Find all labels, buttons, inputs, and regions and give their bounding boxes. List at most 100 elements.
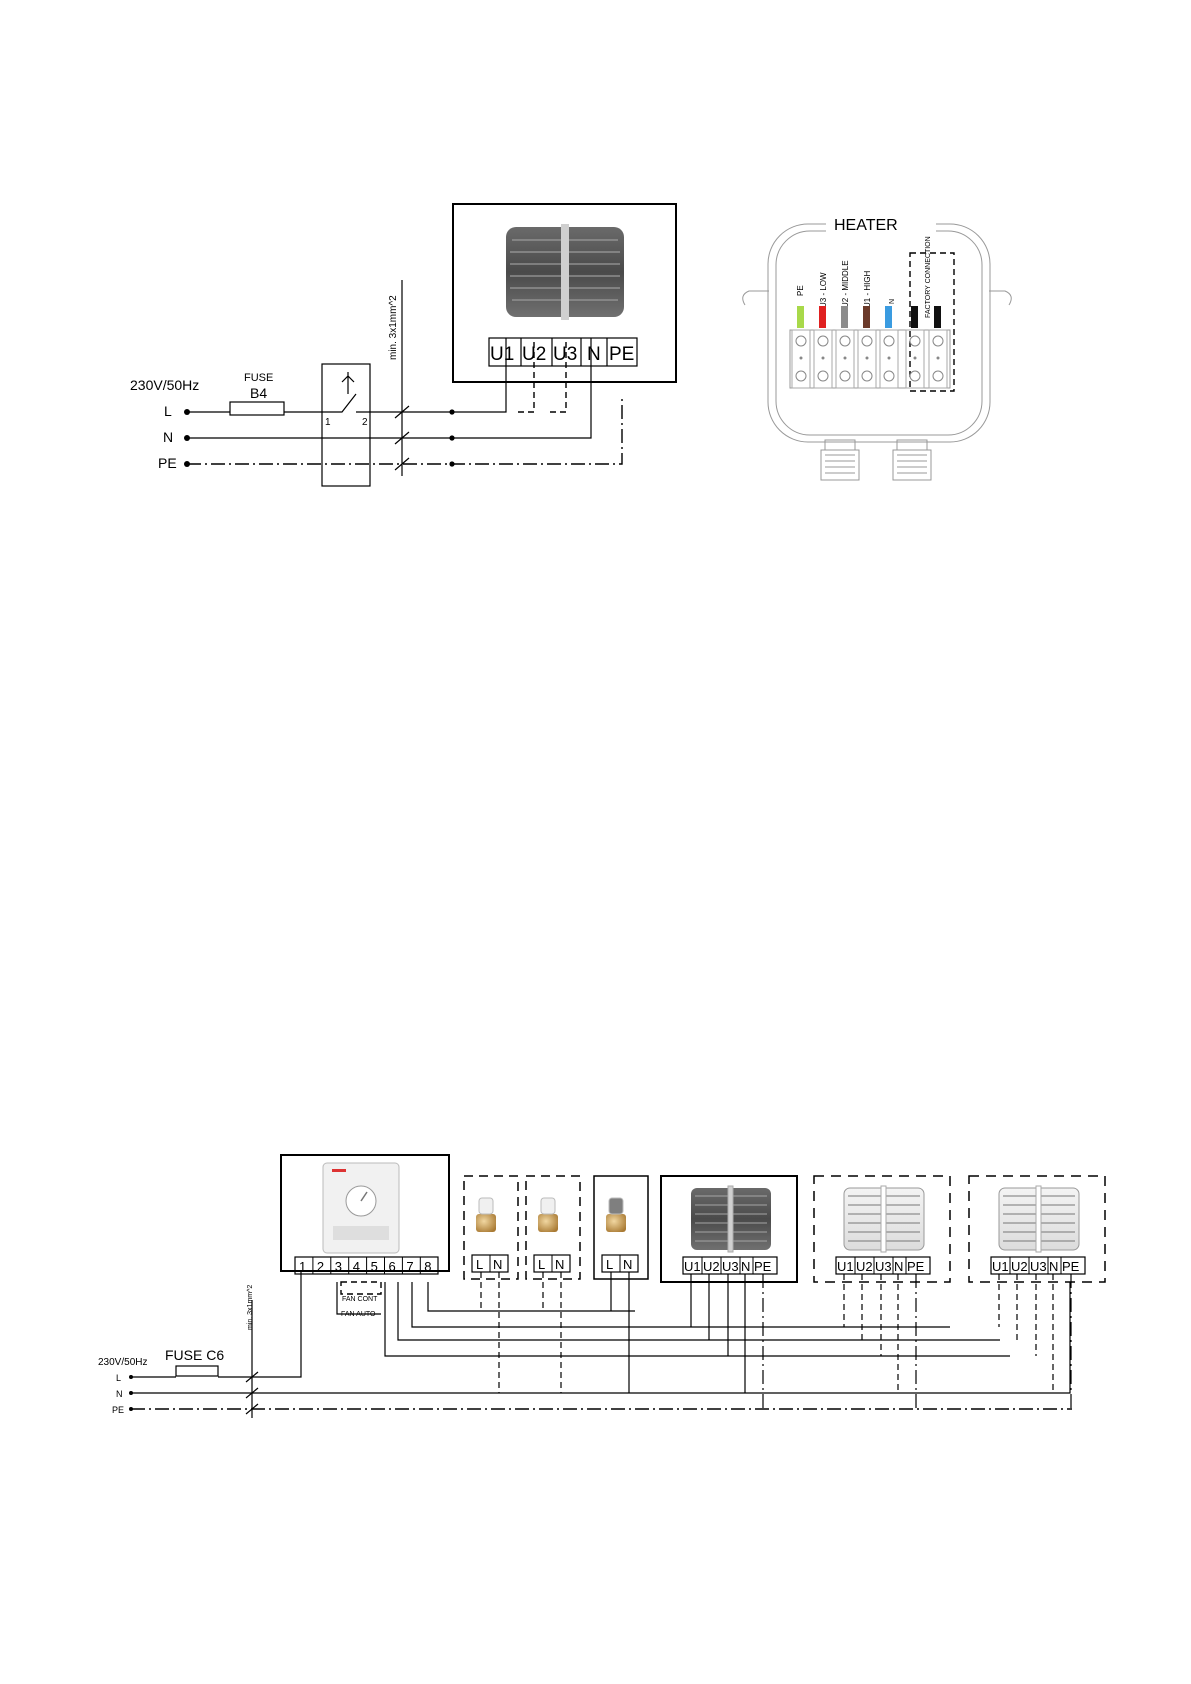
- heater-terminal-pe: PE: [907, 1259, 925, 1274]
- terminal-screw: [795, 335, 807, 347]
- heater-box-1: [660, 1175, 798, 1283]
- terminal-screw: [883, 335, 895, 347]
- line-label-n: N: [163, 429, 173, 445]
- valve-terminal-l: L: [476, 1257, 483, 1272]
- terminal-screw: [909, 370, 921, 382]
- cable-ticks: [394, 405, 410, 471]
- terminal-screw: [817, 370, 829, 382]
- factory-connection-frame: [909, 252, 955, 392]
- terminal-screw: [932, 370, 944, 382]
- heater-terminal-strip: [835, 1256, 931, 1275]
- terminal-strip: [488, 337, 638, 367]
- heater-terminal-n: N: [741, 1259, 750, 1274]
- terminal-screw: [817, 335, 829, 347]
- wire-label-pe: PE: [796, 285, 805, 296]
- wire-pe: [187, 395, 623, 465]
- cable-glands: [820, 439, 932, 481]
- terminal-u2: U2: [522, 344, 546, 365]
- fuse-c6-label: FUSE C6: [165, 1347, 224, 1363]
- terminal-screw: [932, 335, 944, 347]
- fuse-c6-symbol: [175, 1365, 219, 1377]
- valve-terminal-n: N: [555, 1257, 564, 1272]
- valve-terminal-l: L: [606, 1257, 613, 1272]
- terminal-pe: PE: [609, 344, 634, 365]
- wire-0: [797, 306, 804, 328]
- valve-terminal-n: N: [493, 1257, 502, 1272]
- heater-terminal-u3: U3: [1030, 1259, 1047, 1274]
- heater-terminal-u1: U1: [684, 1259, 701, 1274]
- valve-box-2: [525, 1175, 581, 1280]
- wire-l-2: [131, 1270, 302, 1378]
- controller-terminal-5: 5: [371, 1259, 378, 1274]
- heater-terminal-u2: U2: [1011, 1259, 1028, 1274]
- box-outline: [767, 223, 991, 443]
- wire-label-u1: U1 - HIGH: [863, 270, 872, 308]
- heater-terminal-n: N: [1049, 1259, 1058, 1274]
- line-label-n2: N: [116, 1389, 123, 1399]
- colored-wires: [797, 306, 941, 328]
- heater-terminal-u1: U1: [992, 1259, 1009, 1274]
- heater-box-3: [968, 1175, 1106, 1283]
- heater-unit-box: [452, 203, 677, 383]
- heater-terminal-u3: U3: [722, 1259, 739, 1274]
- wire-2: [841, 306, 848, 328]
- terminal-screw: [861, 335, 873, 347]
- line-label-l2: L: [116, 1373, 121, 1383]
- fuse-label: FUSE: [244, 372, 273, 384]
- heater-terminal-pe: PE: [1062, 1259, 1080, 1274]
- optional-speed-wires: [518, 338, 567, 413]
- heater-terminal-u3: U3: [875, 1259, 892, 1274]
- controller-terminal-8: 8: [424, 1259, 431, 1274]
- fuse-rating: B4: [250, 385, 267, 401]
- controller-terminal-2: 2: [317, 1259, 324, 1274]
- terminal-n: N: [587, 344, 601, 365]
- switch-terminal-2: 2: [362, 417, 368, 428]
- cable-spec-2: min. 3x1mm^2: [247, 1285, 254, 1330]
- terminal-screw: [839, 335, 851, 347]
- valve-image: [538, 1214, 558, 1232]
- wire-n-2: [131, 1282, 1071, 1394]
- wire-l-to-u1: [370, 338, 507, 413]
- wire-u3-out: [384, 1282, 1010, 1357]
- heater-terminal-u1: U1: [837, 1259, 854, 1274]
- heater-box-title: HEATER: [834, 217, 898, 234]
- terminal-screw: [795, 370, 807, 382]
- heater-connection-box: HEATER PE U3 - LOW U2 - MIDDLE U1 - HIGH…: [742, 217, 1012, 481]
- wire-4: [885, 306, 892, 328]
- cable-spec: min. 3x1mm^2: [388, 295, 399, 360]
- line-label-pe2: PE: [112, 1405, 124, 1415]
- controller-terminal-7: 7: [406, 1259, 413, 1274]
- line-label-l: L: [164, 403, 172, 419]
- heater-terminal-n: N: [894, 1259, 903, 1274]
- fuse-symbol: [229, 401, 285, 416]
- terminal-u3: U3: [553, 344, 577, 365]
- heater-terminal-pe: PE: [754, 1259, 772, 1274]
- heater-terminal-u2: U2: [856, 1259, 873, 1274]
- fan-cont-label: FAN CONT: [342, 1296, 378, 1303]
- heater-box-2: [813, 1175, 951, 1283]
- switch-contact: [324, 372, 370, 413]
- terminal-screw: [909, 335, 921, 347]
- controller-terminal-1: 1: [299, 1259, 306, 1274]
- terminal-screw: [839, 370, 851, 382]
- terminal-u1: U1: [490, 344, 514, 365]
- wire-u2-out: [397, 1282, 1000, 1341]
- wire-1: [819, 306, 826, 328]
- switch-terminal-1: 1: [325, 417, 331, 428]
- heater-terminal-u2: U2: [703, 1259, 720, 1274]
- supply-label-2: 230V/50Hz: [98, 1357, 147, 1368]
- wire-5: [911, 306, 918, 328]
- valve-box-3: [593, 1175, 649, 1280]
- single-heater-diagram: 230V/50Hz FUSE B4 L N PE 1 2 min. 3x1mm^…: [130, 203, 677, 487]
- controller-terminal-6: 6: [389, 1259, 396, 1274]
- factory-connection-note: FACTORY CONNECTION: [925, 236, 932, 318]
- wire-3: [863, 306, 870, 328]
- wire-6: [934, 306, 941, 328]
- wire-label-u2: U2 - MIDDLE: [841, 260, 850, 308]
- terminal-screw: [861, 370, 873, 382]
- valve-terminal-l: L: [538, 1257, 545, 1272]
- fan-cont-jumper: [340, 1281, 382, 1295]
